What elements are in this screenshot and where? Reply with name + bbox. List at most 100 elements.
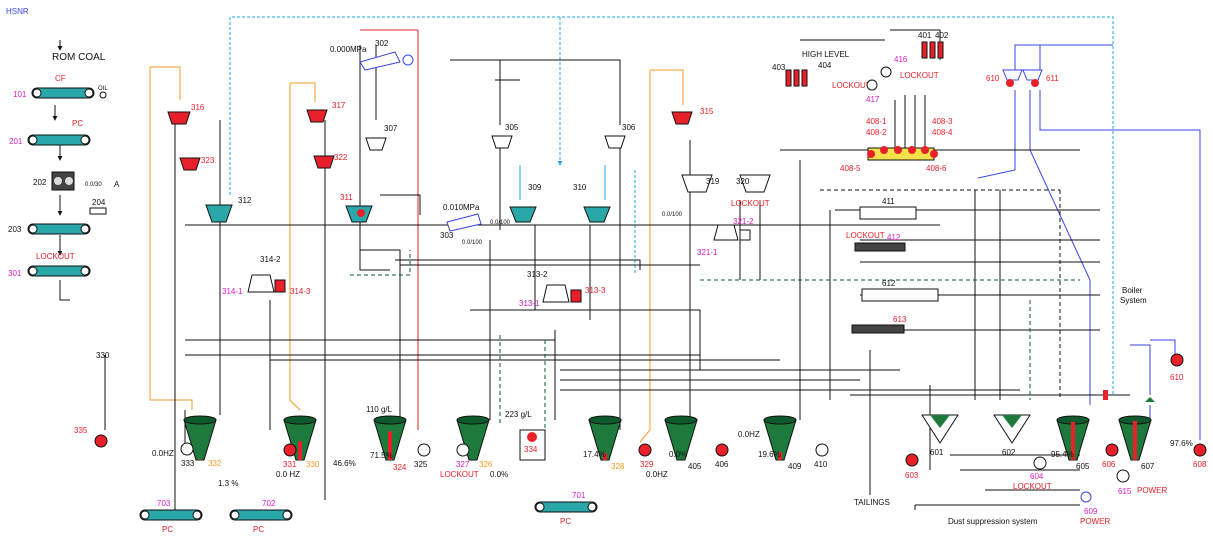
screen-319[interactable] [681,174,713,193]
conveyor-301[interactable] [27,265,91,277]
label-312: 312 [238,196,252,205]
pump-303[interactable] [446,213,482,232]
screen-310[interactable] [583,206,611,223]
screen-309[interactable] [509,206,537,223]
tank-605[interactable] [1056,415,1090,461]
cyclone-305[interactable] [491,135,513,149]
filter-411[interactable] [859,206,917,220]
pump-609[interactable] [1080,491,1092,503]
flotation-321[interactable] [713,224,751,241]
range-303: 0.0/100 [462,240,483,246]
tank-332[interactable] [183,415,217,461]
cyclone-306[interactable] [604,135,626,149]
label-615: 615 [1118,487,1132,496]
pump-608[interactable] [1193,443,1207,457]
tank-403[interactable] [785,69,808,87]
flotation-313[interactable] [542,284,582,303]
label-313-3: 313-3 [585,286,606,295]
pc-label-201: PC [72,119,83,128]
cyclone-322[interactable] [313,155,335,169]
label-316: 316 [191,103,205,112]
flotation-314[interactable] [247,274,286,293]
label-330-tank: 330 [306,460,320,469]
cyclone-316[interactable] [167,111,191,125]
conveyor-702[interactable] [229,509,293,521]
tank-409[interactable] [763,415,797,461]
label-334: 334 [524,445,538,454]
conveyor-101[interactable] [31,87,95,99]
cyclone-307[interactable] [365,137,387,151]
tank-328[interactable] [588,415,622,461]
screen-320[interactable] [739,174,771,193]
pump-603[interactable] [905,453,919,467]
tank-607[interactable] [1118,415,1152,461]
tank-401[interactable] [921,41,944,59]
tank-330-level [298,441,302,460]
label-404: 404 [818,61,832,70]
pump-417[interactable] [866,79,878,91]
cyclone-323[interactable] [179,157,201,171]
valve-611-icon [1031,79,1039,87]
label-605: 605 [1076,462,1090,471]
tank-324-level [388,431,392,460]
manifold-408[interactable] [867,146,938,161]
pump-325[interactable] [417,443,431,457]
pump-302[interactable] [359,51,414,71]
cyclone-315[interactable] [671,111,693,125]
screen-204[interactable] [89,207,107,215]
conveyor-613[interactable] [851,324,905,334]
rom-coal-label: ROM COAL [52,52,106,63]
pump-606[interactable] [1105,443,1119,457]
dust-suppression-label: Dust suppression system [948,517,1038,526]
cyclone-317[interactable] [306,109,328,123]
label-408-3: 408-3 [932,117,953,126]
cyclone-610[interactable] [1002,69,1023,81]
tank-326[interactable] [456,415,490,461]
valve-605[interactable] [1103,390,1108,400]
tank-607-level [1133,420,1137,460]
pump-406[interactable] [715,443,729,457]
hz-406: 0.0HZ [738,430,760,439]
pump-334[interactable] [527,432,537,442]
pump-335[interactable] [94,434,108,448]
label-203: 203 [8,225,22,234]
conveyor-412[interactable] [854,242,906,252]
pump-410[interactable] [815,443,829,457]
pump-331[interactable] [283,443,297,457]
pump-604[interactable] [1033,456,1047,470]
label-405: 405 [688,462,702,471]
pump-610[interactable] [1170,353,1184,367]
tank-324[interactable] [373,415,407,461]
label-204: 204 [92,198,106,207]
pump-327[interactable] [456,443,470,457]
conveyor-201[interactable] [27,134,91,146]
conveyor-701[interactable] [534,501,598,513]
label-307: 307 [384,124,398,133]
screen-312[interactable] [205,204,233,223]
pipe-network [52,16,1201,515]
tank-328-level [603,453,607,460]
tank-330[interactable] [283,415,317,461]
conveyor-203[interactable] [27,223,91,235]
label-309: 309 [528,183,542,192]
pump-329[interactable] [638,443,652,457]
label-332: 332 [208,459,222,468]
label-604: 604 [1030,472,1044,481]
label-701: 701 [572,491,586,500]
label-202: 202 [33,178,47,187]
label-327: 327 [456,460,470,469]
filter-612[interactable] [861,288,939,302]
crusher-202-icon[interactable] [51,171,75,191]
tank-405[interactable] [664,415,698,461]
label-314-1: 314-1 [222,287,243,296]
pump-615[interactable] [1116,469,1130,483]
cyclone-611[interactable] [1022,69,1043,81]
pump-333[interactable] [180,442,194,456]
label-408-5: 408-5 [840,164,861,173]
pct-409: 19.6% [758,450,781,459]
conveyor-703[interactable] [139,509,203,521]
hz-333: 0.0HZ [152,449,174,458]
label-326: 326 [479,460,493,469]
tank-605-level [1071,421,1075,460]
pump-416[interactable] [880,66,892,78]
